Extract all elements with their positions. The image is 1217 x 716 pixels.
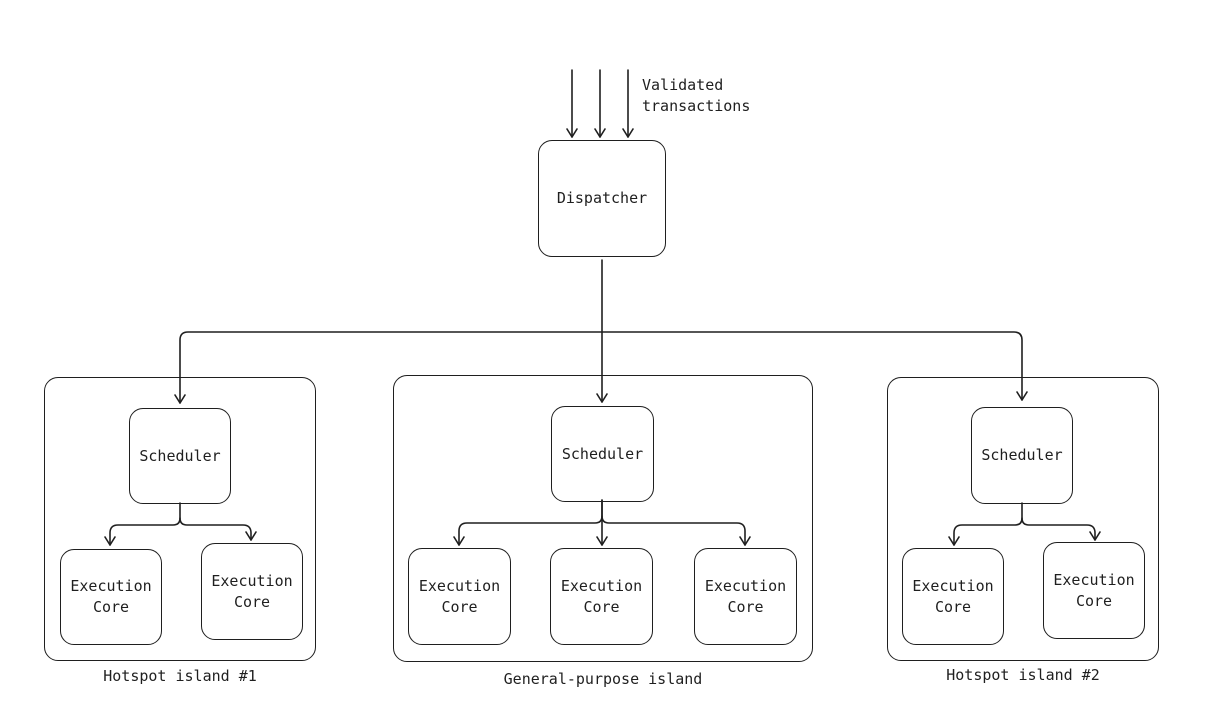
- hotspot-island-1: [44, 377, 316, 661]
- hotspot2-execution-core-2[interactable]: Execution Core: [1043, 542, 1145, 639]
- hotspot1-scheduler-node[interactable]: Scheduler: [129, 408, 231, 504]
- execution-core-label: Execution Core: [70, 577, 152, 616]
- general-purpose-island: [393, 375, 813, 662]
- general-scheduler-node[interactable]: Scheduler: [551, 406, 654, 502]
- hotspot2-caption: Hotspot island #2: [946, 666, 1100, 684]
- scheduler-label: Scheduler: [139, 446, 221, 465]
- scheduler-label: Scheduler: [561, 444, 644, 463]
- execution-core-label: Execution Core: [211, 571, 293, 611]
- input-note: Validated transactions: [642, 76, 751, 115]
- general-caption: General-purpose island: [503, 670, 703, 688]
- hotspot2-scheduler-node[interactable]: Scheduler: [971, 407, 1073, 504]
- hotspot2-scheduler-connector: [1021, 517, 1101, 541]
- hotspot1-scheduler-connector: [179, 517, 257, 541]
- hotspot1-execution-core-2[interactable]: Execution Core: [201, 543, 303, 640]
- hotspot-island-2: [887, 377, 1159, 661]
- general-execution-core-1[interactable]: Execution Core: [408, 548, 511, 645]
- hotspot2-execution-core-1[interactable]: Execution Core: [902, 548, 1004, 645]
- execution-core-label: Execution Core: [1053, 570, 1135, 610]
- execution-core-label: Execution Core: [418, 576, 501, 616]
- execution-core-label: Execution Core: [560, 576, 643, 616]
- dispatcher-to-hotspot1-arrow: [174, 331, 603, 404]
- scheduler-label: Scheduler: [981, 446, 1063, 464]
- dispatcher-node[interactable]: Dispatcher: [538, 140, 666, 257]
- general-execution-core-2[interactable]: Execution Core: [550, 548, 653, 645]
- execution-core-label: Execution Core: [704, 576, 787, 616]
- dispatcher-to-hotspot2-arrow: [601, 331, 1028, 401]
- execution-core-label: Execution Core: [912, 576, 994, 616]
- dispatcher-label: Dispatcher: [556, 189, 648, 207]
- hotspot1-caption: Hotspot island #1: [103, 667, 257, 685]
- general-execution-core-3[interactable]: Execution Core: [694, 548, 797, 645]
- general-scheduler-connector: [601, 515, 751, 546]
- hotspot1-execution-core-1[interactable]: Execution Core: [60, 549, 162, 645]
